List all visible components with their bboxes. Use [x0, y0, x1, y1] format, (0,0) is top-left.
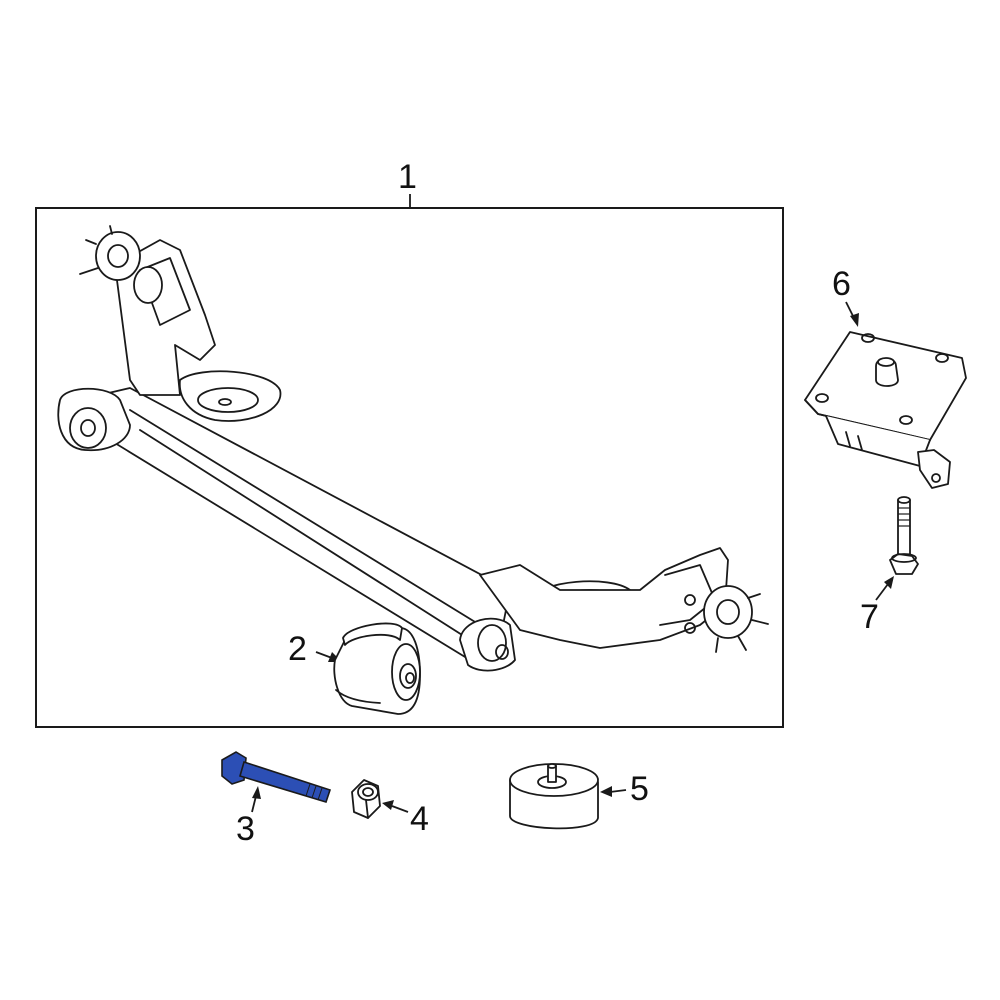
- spring-insulator[interactable]: [509, 763, 599, 830]
- callout-4[interactable]: 4: [410, 800, 429, 838]
- mounting-bracket[interactable]: [804, 331, 967, 489]
- axle-assembly-frame: [35, 207, 784, 728]
- bracket-bolt[interactable]: [889, 496, 919, 575]
- rear-axle-beam[interactable]: [57, 225, 769, 672]
- flange-nut[interactable]: [351, 779, 381, 819]
- callout-2[interactable]: 2: [288, 630, 307, 668]
- mounting-bolt[interactable]: [221, 751, 332, 803]
- callout-1[interactable]: 1: [398, 158, 417, 196]
- callout-6[interactable]: 6: [832, 265, 851, 303]
- callout-3[interactable]: 3: [236, 810, 255, 848]
- callout-7[interactable]: 7: [860, 598, 879, 636]
- callout-5[interactable]: 5: [630, 770, 649, 808]
- pivot-bushing[interactable]: [333, 622, 421, 715]
